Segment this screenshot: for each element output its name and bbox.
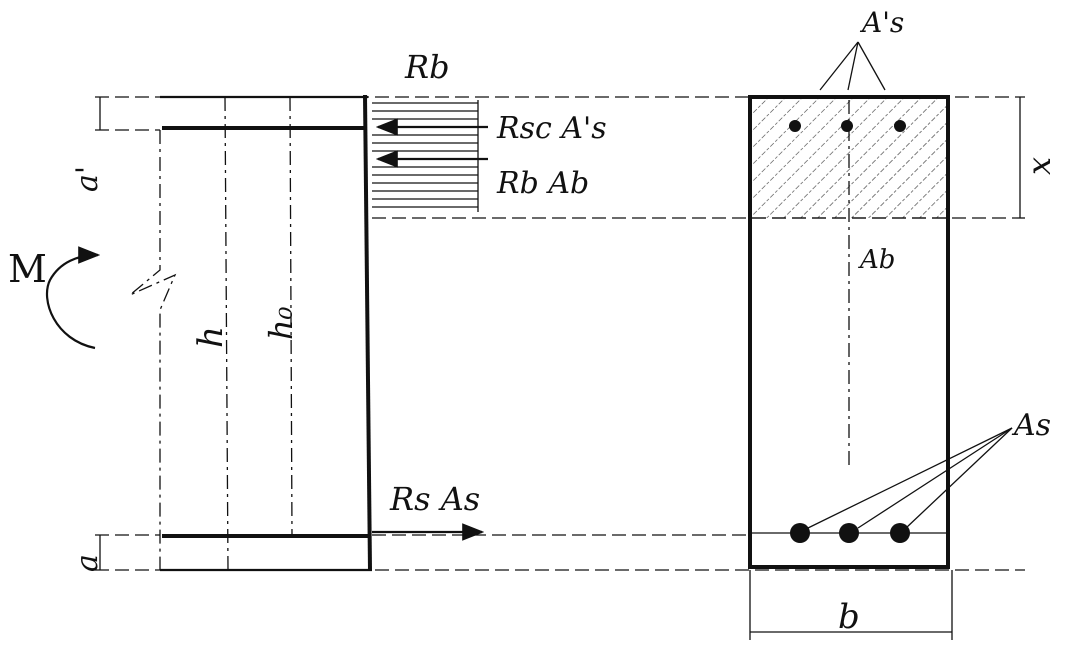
label-a-prime: a' [70, 166, 105, 192]
beam-section-edge [363, 94, 372, 571]
a-prime-leader-3 [857, 41, 886, 91]
cross-section [748, 41, 1021, 640]
label-as-prime: A's [859, 6, 904, 39]
as-leader-1 [807, 427, 1013, 529]
label-rb-top: Rb [404, 48, 450, 86]
h-dim-line [224, 96, 229, 571]
bottom-bar-3 [890, 523, 910, 543]
moment-arc [45, 246, 101, 350]
label-rs-as: Rs As [389, 480, 480, 518]
label-rb-ab: Rb Ab [496, 166, 589, 201]
top-bar-3 [894, 120, 906, 132]
labels: M h h₀ a' a Rb Rsc A's Rb Ab Rs As A's x… [8, 6, 1058, 637]
compression-block [372, 100, 479, 212]
label-rsc-as-prime: Rsc A's [496, 111, 607, 146]
as-leader-3 [905, 427, 1013, 529]
top-bar-1 [789, 120, 801, 132]
label-x: x [1020, 157, 1058, 175]
bottom-bar-2 [839, 523, 859, 543]
as-leader-2 [857, 427, 1013, 529]
beam-elevation [45, 94, 1025, 572]
label-ab: Ab [858, 245, 895, 275]
label-as: As [1011, 408, 1051, 443]
a-prime-leader-1 [819, 41, 859, 91]
section-outline [748, 95, 950, 569]
label-b: b [838, 597, 860, 637]
a-prime-leader-2 [847, 41, 859, 91]
top-bar-2 [841, 120, 853, 132]
label-moment: M [8, 247, 47, 291]
bottom-bar-1 [790, 523, 810, 543]
break-line [129, 130, 177, 570]
stress-diagram [372, 100, 1025, 541]
label-h: h [191, 326, 231, 348]
label-a: a [70, 554, 105, 572]
h0-dim-line [289, 96, 293, 537]
label-h0: h₀ [262, 306, 300, 340]
